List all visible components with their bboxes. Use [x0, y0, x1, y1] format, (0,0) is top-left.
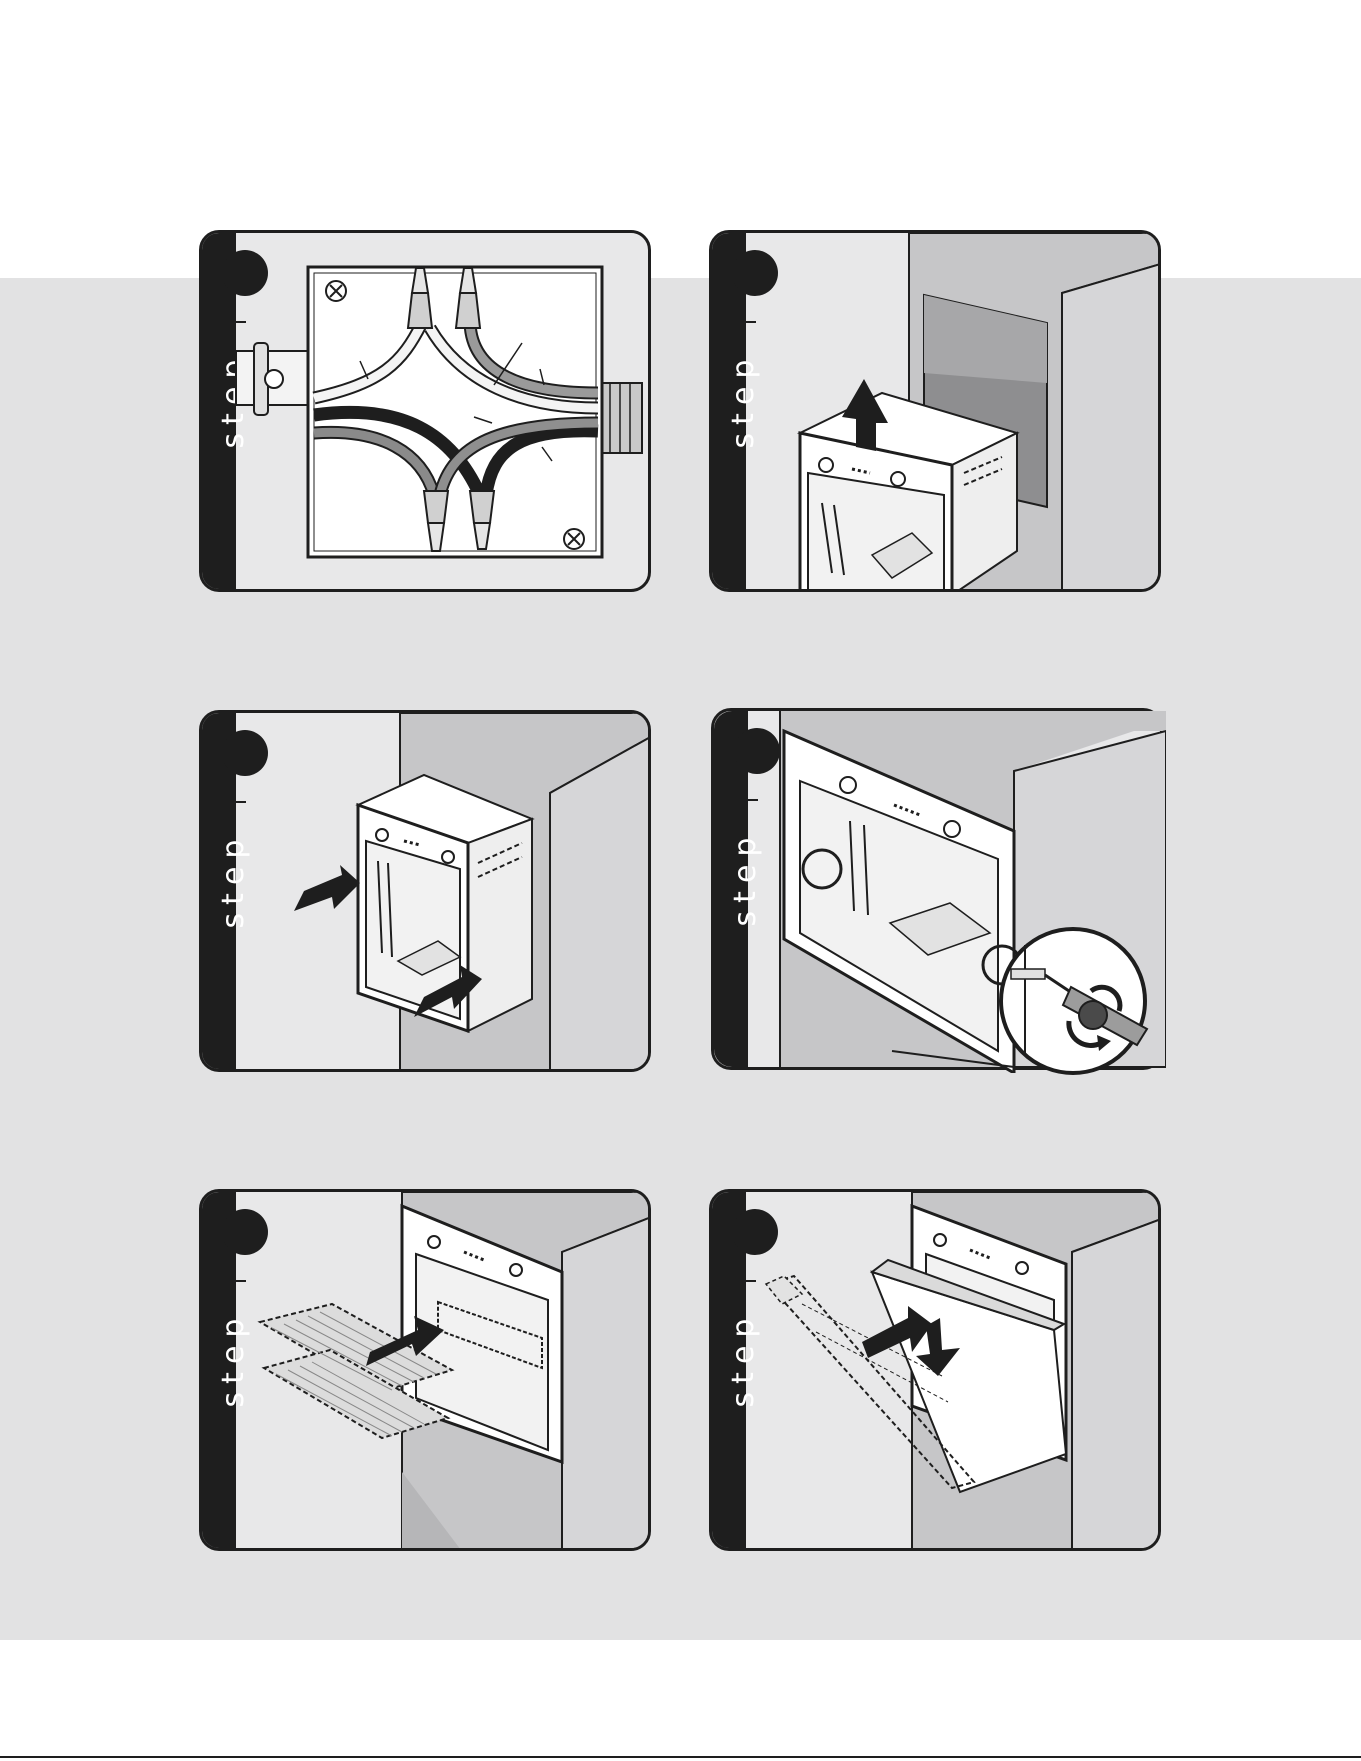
oven-insert-upward-icon — [712, 233, 1161, 592]
step-panel-6: step — [709, 1189, 1161, 1551]
step-panel-5: step — [199, 1189, 651, 1551]
junction-box-wiring-icon — [202, 233, 651, 592]
oven-rack-insertion-icon — [202, 1192, 651, 1551]
step-panel-1: step — [199, 230, 651, 592]
step-panel-3: step — [199, 710, 651, 1072]
footer-rule — [0, 1756, 1361, 1758]
screwdriver-detail-icon — [997, 925, 1149, 1077]
oven-door-reattach-icon — [712, 1192, 1161, 1551]
oven-push-into-cabinet-icon — [202, 713, 651, 1072]
step-panel-4: step — [711, 708, 1163, 1070]
step-panel-2: step — [709, 230, 1161, 592]
